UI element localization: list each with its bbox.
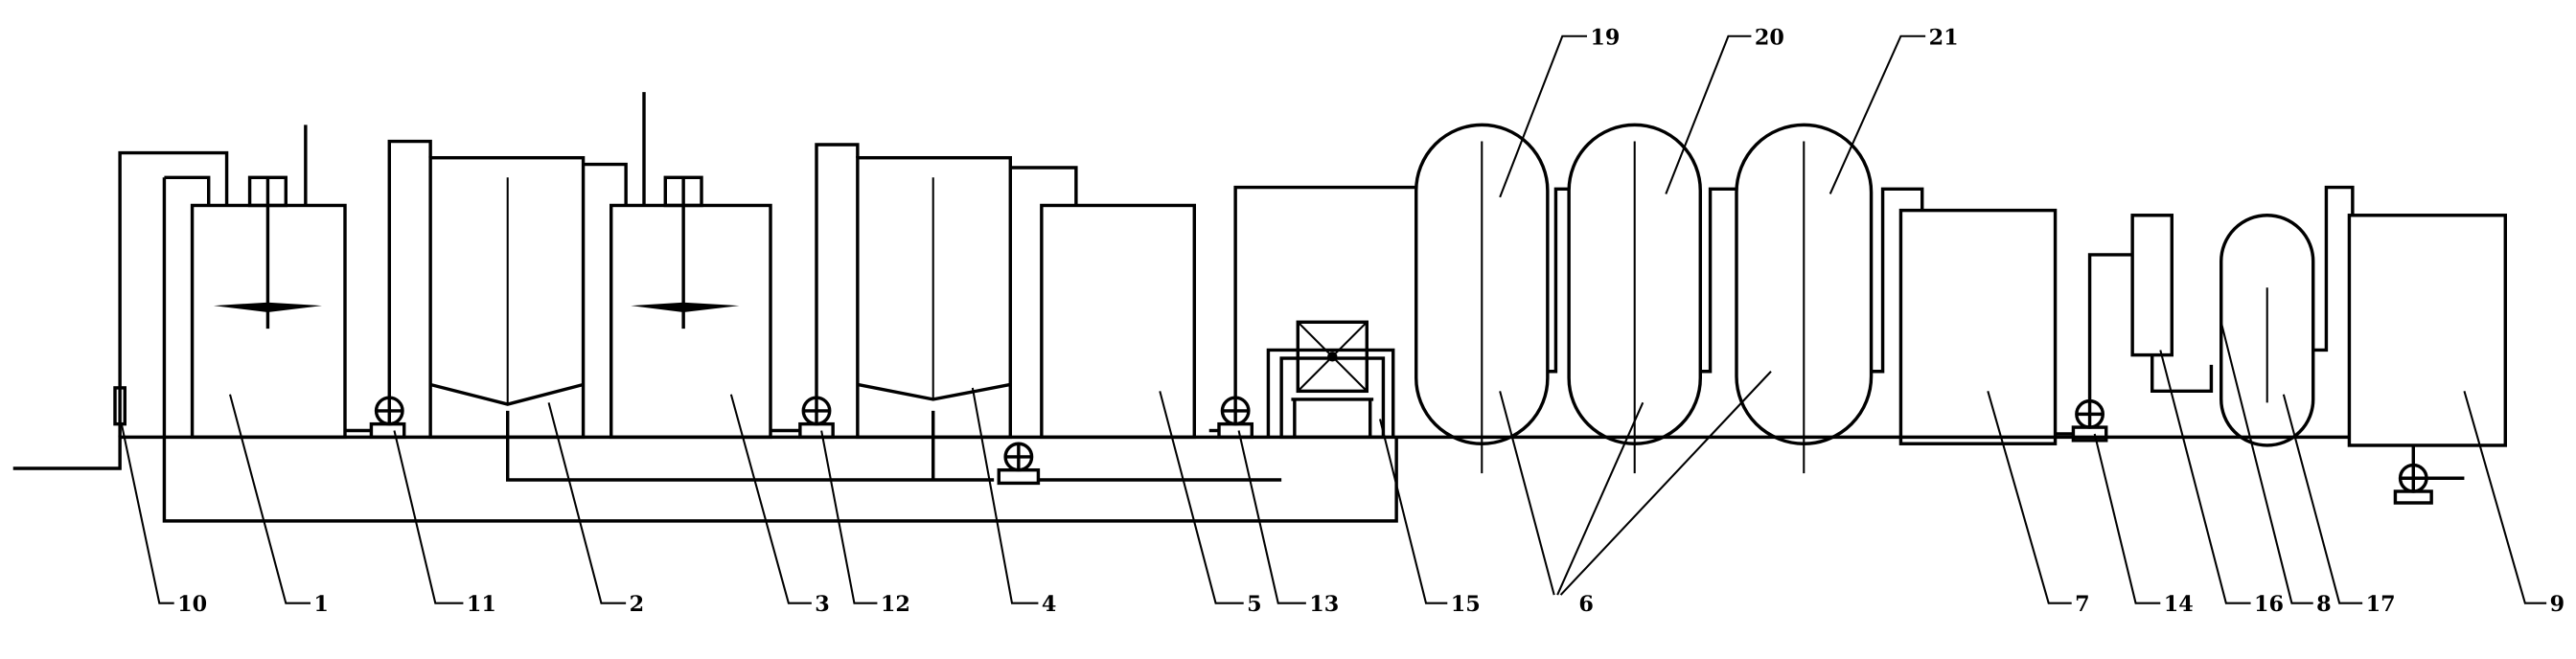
label-16-group: 16 <box>2159 350 2284 617</box>
pump-12 <box>770 143 860 440</box>
label-8: 8 <box>2316 592 2332 617</box>
label-1: 1 <box>313 592 329 617</box>
label-17-group: 17 <box>2282 394 2396 617</box>
label-21-group: 21 <box>1828 25 1959 194</box>
label-5-group: 5 <box>1159 391 1262 617</box>
label-17: 17 <box>2366 592 2396 617</box>
cartridge-filter-16 <box>2130 214 2214 394</box>
sludge-pump <box>997 442 1041 486</box>
label-21: 21 <box>1929 25 1959 50</box>
label-16: 16 <box>2254 592 2284 617</box>
label-13-group: 13 <box>1237 430 1339 617</box>
settling-tank-4 <box>856 155 1078 440</box>
label-1-group: 1 <box>229 394 329 617</box>
label-2-group: 2 <box>547 402 645 617</box>
label-9-group: 9 <box>2463 391 2565 617</box>
column-21 <box>1735 123 1874 474</box>
label-13: 13 <box>1309 592 1339 617</box>
storage-vessel-17 <box>2220 185 2355 447</box>
pump-11 <box>345 139 432 440</box>
label-15-group: 15 <box>1379 419 1481 617</box>
column-20 <box>1567 123 1702 474</box>
column-interconnects <box>1547 187 1924 374</box>
label-19-group: 19 <box>1499 25 1620 198</box>
label-3: 3 <box>815 592 830 617</box>
label-8-group: 8 <box>2220 322 2332 617</box>
column-19 <box>1414 123 1550 474</box>
label-4-group: 4 <box>971 387 1057 617</box>
label-12: 12 <box>881 592 910 617</box>
product-tank-7 <box>1898 208 2058 445</box>
filter-unit-15 <box>1266 320 1395 440</box>
label-15: 15 <box>1451 592 1481 617</box>
label-10-group: 10 <box>120 423 207 617</box>
label-6-group: 6 <box>1499 371 1772 617</box>
settling-tank-2 <box>428 155 628 440</box>
pump-14 <box>2055 253 2133 443</box>
pump-13 <box>1208 185 1416 440</box>
label-3-group: 3 <box>729 394 830 617</box>
label-14: 14 <box>2164 592 2194 617</box>
label-2: 2 <box>630 592 645 617</box>
label-7-group: 7 <box>1987 391 2090 617</box>
label-14-group: 14 <box>2093 433 2194 617</box>
label-11: 11 <box>467 592 496 617</box>
label-10: 10 <box>177 592 207 617</box>
final-tank-9 <box>2347 214 2507 505</box>
label-19: 19 <box>1590 25 1620 50</box>
intermediate-tank-5 <box>1040 203 1196 440</box>
label-7: 7 <box>2075 592 2090 617</box>
label-12-group: 12 <box>820 430 910 617</box>
label-4: 4 <box>1042 592 1057 617</box>
mixing-tank-1 <box>118 125 347 440</box>
label-5: 5 <box>1247 592 1262 617</box>
mixing-tank-3 <box>609 92 772 440</box>
label-20: 20 <box>1755 25 1784 50</box>
label-11-group: 11 <box>393 430 496 617</box>
label-9: 9 <box>2550 592 2565 617</box>
label-20-group: 20 <box>1665 25 1784 194</box>
label-6: 6 <box>1578 592 1594 617</box>
